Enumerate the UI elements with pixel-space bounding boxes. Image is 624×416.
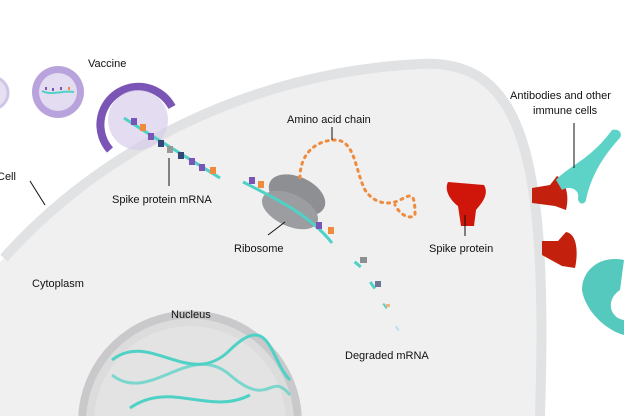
spike-mrna-strand	[123, 116, 221, 180]
vaccine-particle-partial	[0, 77, 10, 109]
label-cell: Cell	[0, 171, 16, 183]
antibody	[556, 129, 621, 204]
spike-protein	[446, 182, 486, 226]
vaccine-particle	[32, 66, 84, 118]
amino-acid-chain	[298, 138, 417, 219]
label-vaccine: Vaccine	[88, 58, 126, 70]
label-spike-protein: Spike protein	[429, 243, 493, 255]
label-antibodies: Antibodies and other	[510, 90, 611, 102]
dna-icon	[111, 333, 292, 410]
ribosome	[242, 174, 334, 244]
surface-spike-protein	[542, 232, 577, 268]
nucleus-interior	[94, 326, 286, 416]
label-immune-cells: immune cells	[533, 105, 598, 117]
label-ribosome: Ribosome	[234, 243, 284, 255]
label-cytoplasm: Cytoplasm	[32, 278, 84, 290]
leader-line	[29, 180, 46, 206]
leader-line	[267, 221, 286, 236]
surface-spike-protein	[532, 176, 568, 210]
label-nucleus: Nucleus	[171, 309, 211, 321]
degraded-mrna	[353, 257, 400, 332]
label-degraded-mrna: Degraded mRNA	[345, 350, 429, 362]
immune-cell	[582, 259, 624, 335]
label-amino-acid-chain: Amino acid chain	[287, 114, 371, 126]
label-spike-mrna: Spike protein mRNA	[112, 194, 212, 206]
cell-membrane	[0, 58, 547, 416]
